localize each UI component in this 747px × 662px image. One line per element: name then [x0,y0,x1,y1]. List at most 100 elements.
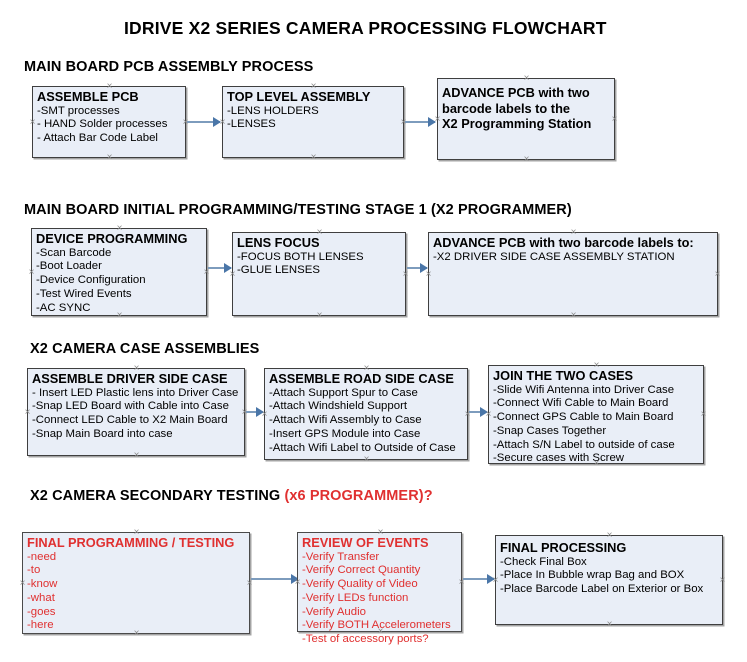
node-advance-pcb-driver-side-station[interactable]: ADVANCE PCB with two barcode labels to: … [428,232,718,316]
connector-driver-side-to-road-side [246,411,263,413]
node-line: -Verify BOTH Accelerometers [302,619,451,632]
connector-review-of-events-to-final-processing [463,578,494,580]
connector-lens-focus-to-advance-pcb-driver-side [407,267,427,269]
node-line: -Attach S/N Label to outside of case [493,438,675,451]
connection-handle-left[interactable] [23,408,32,417]
node-line: -GLUE LENSES [237,264,320,277]
connection-handle-bottom[interactable] [132,451,141,460]
node-line: -Snap Cases Together [493,424,607,437]
connection-handle-bottom[interactable] [105,153,114,162]
node-line: -X2 DRIVER SIDE CASE ASSEMBLY STATION [433,250,675,263]
node-line: -goes [27,605,56,618]
node-lens-focus[interactable]: LENS FOCUS -FOCUS BOTH LENSES -GLUE LENS… [232,232,406,316]
node-assemble-road-side-case[interactable]: ASSEMBLE ROAD SIDE CASE -Attach Support … [264,368,468,460]
node-line: -Snap LED Board with Cable into Case [32,400,229,413]
node-body: ASSEMBLE DRIVER SIDE CASE - Insert LED P… [32,371,242,442]
node-final-processing[interactable]: FINAL PROCESSING -Check Final Box -Place… [495,535,723,625]
section-heading-text: X2 CAMERA SECONDARY TESTING [30,488,285,504]
node-line: -Verify Audio [302,605,366,618]
connection-handle-left[interactable] [27,268,36,277]
section-heading-x2-camera-secondary-testing: X2 CAMERA SECONDARY TESTING (x6 PROGRAMM… [30,488,433,504]
connector-device-programming-to-lens-focus [208,267,231,269]
connector-road-side-to-join-cases [469,411,487,413]
node-assemble-pcb[interactable]: ASSEMBLE PCB -SMT processes - HAND Solde… [32,86,186,158]
node-line: -FOCUS BOTH LENSES [237,250,364,263]
node-header: DEVICE PROGRAMMING [36,231,188,246]
node-body: LENS FOCUS -FOCUS BOTH LENSES -GLUE LENS… [237,235,403,278]
node-line: - Attach Bar Code Label [37,132,158,145]
connection-handle-bottom[interactable] [362,455,371,464]
node-body: JOIN THE TWO CASES -Slide Wifi Antenna i… [493,368,701,466]
node-line: -Verify Correct Quantity [302,564,421,577]
node-line: -Boot Loader [36,260,102,273]
node-line: -Device Configuration [36,274,146,287]
node-line: X2 Programming Station [442,116,592,132]
connection-handle-bottom[interactable] [569,311,578,320]
connection-handle-top[interactable] [522,74,531,83]
node-body: FINAL PROGRAMMING / TESTING -need -to -k… [27,535,247,633]
node-device-programming[interactable]: DEVICE PROGRAMMING -Scan Barcode -Boot L… [31,228,207,316]
node-header: ASSEMBLE ROAD SIDE CASE [269,371,454,386]
node-line: -Connect Wifi Cable to Main Board [493,397,669,410]
node-line: -LENSES [227,118,276,131]
node-body: ASSEMBLE PCB -SMT processes - HAND Solde… [37,89,183,146]
section-heading-red-note: (x6 PROGRAMMER)? [284,488,433,504]
node-header: ADVANCE PCB with two barcode labels to: [433,235,694,250]
node-line: -Verify LEDs function [302,591,409,604]
connection-handle-bottom[interactable] [605,620,614,629]
node-line: -Place In Bubble wrap Bag and BOX [500,569,685,582]
node-body: REVIEW OF EVENTS -Verify Transfer -Verif… [302,535,459,647]
node-line: - Insert LED Plastic lens into Driver Ca… [32,386,239,399]
node-line: -Attach Windshield Support [269,400,408,413]
node-line: -Scan Barcode [36,246,112,259]
node-header: ASSEMBLE PCB [37,89,139,104]
node-header: TOP LEVEL ASSEMBLY [227,89,371,104]
node-line: -Place Barcode Label on Exterior or Box [500,583,704,596]
connector-final-programming-to-review-of-events [251,578,298,580]
node-body: ADVANCE PCB with two barcode labels to t… [442,85,612,132]
node-line: -Connect GPS Cable to Main Board [493,411,674,424]
node-top-level-assembly[interactable]: TOP LEVEL ASSEMBLY -LENS HOLDERS -LENSES [222,86,404,158]
node-body: FINAL PROCESSING -Check Final Box -Place… [500,540,720,597]
node-body: ADVANCE PCB with two barcode labels to: … [433,235,715,264]
connection-handle-bottom[interactable] [522,155,531,164]
node-body: DEVICE PROGRAMMING -Scan Barcode -Boot L… [36,231,204,315]
section-heading-x2-camera-case-assemblies: X2 CAMERA CASE ASSEMBLIES [30,341,260,357]
connection-handle-top[interactable] [605,531,614,540]
node-line: -know [27,578,58,591]
connection-handle-right[interactable] [713,270,722,279]
node-line: -Attach Support Spur to Case [269,386,418,399]
section-heading-main-board-pcb-assembly: MAIN BOARD PCB ASSEMBLY PROCESS [24,59,314,75]
node-line: barcode labels to the [442,100,571,116]
node-line: -Slide Wifi Antenna into Driver Case [493,383,675,396]
node-line: -LENS HOLDERS [227,104,319,117]
node-assemble-driver-side-case[interactable]: ASSEMBLE DRIVER SIDE CASE - Insert LED P… [27,368,245,456]
connection-handle-left[interactable] [18,579,27,588]
node-line: -Attach Wifi Assembly to Case [269,414,422,427]
page-title: IDRIVE X2 SERIES CAMERA PROCESSING FLOWC… [124,18,607,38]
node-body: TOP LEVEL ASSEMBLY -LENS HOLDERS -LENSES [227,89,401,132]
node-line: -Check Final Box [500,555,587,568]
node-line: -SMT processes [37,104,120,117]
node-line: -Insert GPS Module into Case [269,427,421,440]
node-header: FINAL PROCESSING [500,540,627,555]
node-header: JOIN THE TWO CASES [493,368,634,383]
node-line: -Attach Wifi Label to Outside of Case [269,441,456,454]
section-heading-main-board-initial-programming: MAIN BOARD INITIAL PROGRAMMING/TESTING S… [24,202,572,218]
node-line: -need [27,550,57,563]
node-advance-pcb-programming-station[interactable]: ADVANCE PCB with two barcode labels to t… [437,78,615,160]
node-line: -Snap Main Board into case [32,427,173,440]
connection-handle-bottom[interactable] [315,311,324,320]
node-line: -what [27,591,55,604]
node-header: LENS FOCUS [237,235,320,250]
node-header: ASSEMBLE DRIVER SIDE CASE [32,371,228,386]
node-line: -Test Wired Events [36,287,132,300]
connection-handle-left[interactable] [28,118,37,127]
node-line: -Verify Quality of Video [302,578,418,591]
node-join-the-two-cases[interactable]: JOIN THE TWO CASES -Slide Wifi Antenna i… [488,365,704,464]
node-review-of-events[interactable]: REVIEW OF EVENTS -Verify Transfer -Verif… [297,532,462,645]
connection-handle-bottom[interactable] [309,153,318,162]
node-final-programming-testing[interactable]: FINAL PROGRAMMING / TESTING -need -to -k… [22,532,250,634]
node-header: REVIEW OF EVENTS [302,535,429,550]
